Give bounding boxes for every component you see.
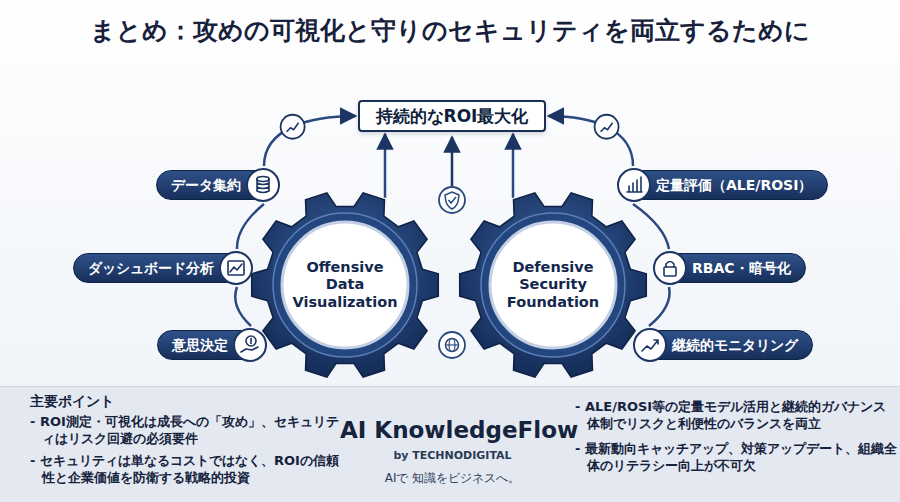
gear-label: Defensive Security Foundation [493,259,613,311]
icon-circle [234,329,266,361]
gear-hub [282,222,408,348]
pill-icon [616,167,652,203]
icon-glyph [257,177,269,193]
icon-glyph [642,340,658,351]
connector [237,204,264,249]
pill-text: 定量評価（ALE/ROSI） [656,177,812,193]
gear-ring [481,213,625,357]
bullet-note: - セキュリティは単なるコストではなく、ROIの信頼性と企業価値を防衛する戦略的… [30,452,347,486]
pill-text: RBAC・暗号化 [692,260,791,276]
pill-text: データ集約 [171,177,241,193]
title: まとめ：攻めの可視化と守りのセキュリティを両立するために [0,14,900,47]
connector [633,204,669,249]
logo-name: AI KnowledgeFlow [340,417,565,443]
logo-tagline: AIで 知識をビジネスへ。 [340,470,565,487]
feature-pill: データ集約 [156,170,276,200]
icon-circle [281,115,305,139]
connector [384,134,387,198]
icon-circle [654,252,686,284]
gear-label-box: Offensive Data Visualization [285,225,405,345]
pill-icon [245,167,281,203]
logo-byline: by TECHNODIGITAL [340,449,565,462]
trend-icon [595,115,619,139]
icon-glyph [601,123,613,132]
gear-shape: Defensive Security Foundation [458,190,648,380]
icon-glyph [627,177,642,192]
gear-label: Offensive Data Visualization [285,259,405,311]
band-heading: 主要ポイント [30,393,114,411]
pill-text: 継続的モニタリング [672,337,798,353]
feature-pill: 定量評価（ALE/ROSI） [621,170,828,200]
icon-glyph [228,261,244,275]
icon-circle [247,169,279,201]
pill-text: 意思決定 [172,337,228,353]
feature-pill: 継続的モニタリング [637,330,813,360]
goal-text: 持続的なROI最大化 [376,106,529,126]
pill-icon [632,327,668,363]
connector [512,134,515,198]
feature-pill: ダッシュボード分析 [73,253,249,283]
gear-ring [273,213,417,357]
pill-icon [652,250,688,286]
bullet-note: - ALE/ROSI等の定量モデル活用と継続的ガバナンス体制でリスクと利便性のバ… [575,398,899,432]
pill-icon [218,250,254,286]
icon-glyph [664,262,676,277]
goal-box: 持続的なROI最大化 [358,100,547,132]
gear-hub [490,222,616,348]
feature-pill: 意思決定 [157,330,263,360]
icon-circle [634,329,666,361]
connector [649,287,670,326]
gear-shape: Offensive Data Visualization [250,190,440,380]
connector [235,287,251,326]
feature-pill: RBAC・暗号化 [657,253,806,283]
pill-icon [232,327,268,363]
center-arrow [451,137,454,186]
bullet-note: - ROI測定・可視化は成長への「攻め」、セキュリティはリスク回避の必須要件 [30,413,347,447]
icon-glyph [287,123,299,132]
globe-gear-icon [439,332,465,358]
bullet-note: - 最新動向キャッチアップ、対策アップデート、組織全体のリテラシー向上が不可欠 [575,440,899,474]
gear-label-box: Defensive Security Foundation [493,225,613,345]
icon-circle [618,169,650,201]
icon-circle [595,115,619,139]
icon-glyph [241,336,258,352]
gear-teeth [460,193,647,377]
pill-text: ダッシュボード分析 [88,260,214,276]
trend-icon [281,115,305,139]
gear-teeth [252,193,439,377]
connector [264,116,356,166]
connector [548,116,633,166]
shield-icon [439,187,465,213]
icon-circle [220,252,252,284]
